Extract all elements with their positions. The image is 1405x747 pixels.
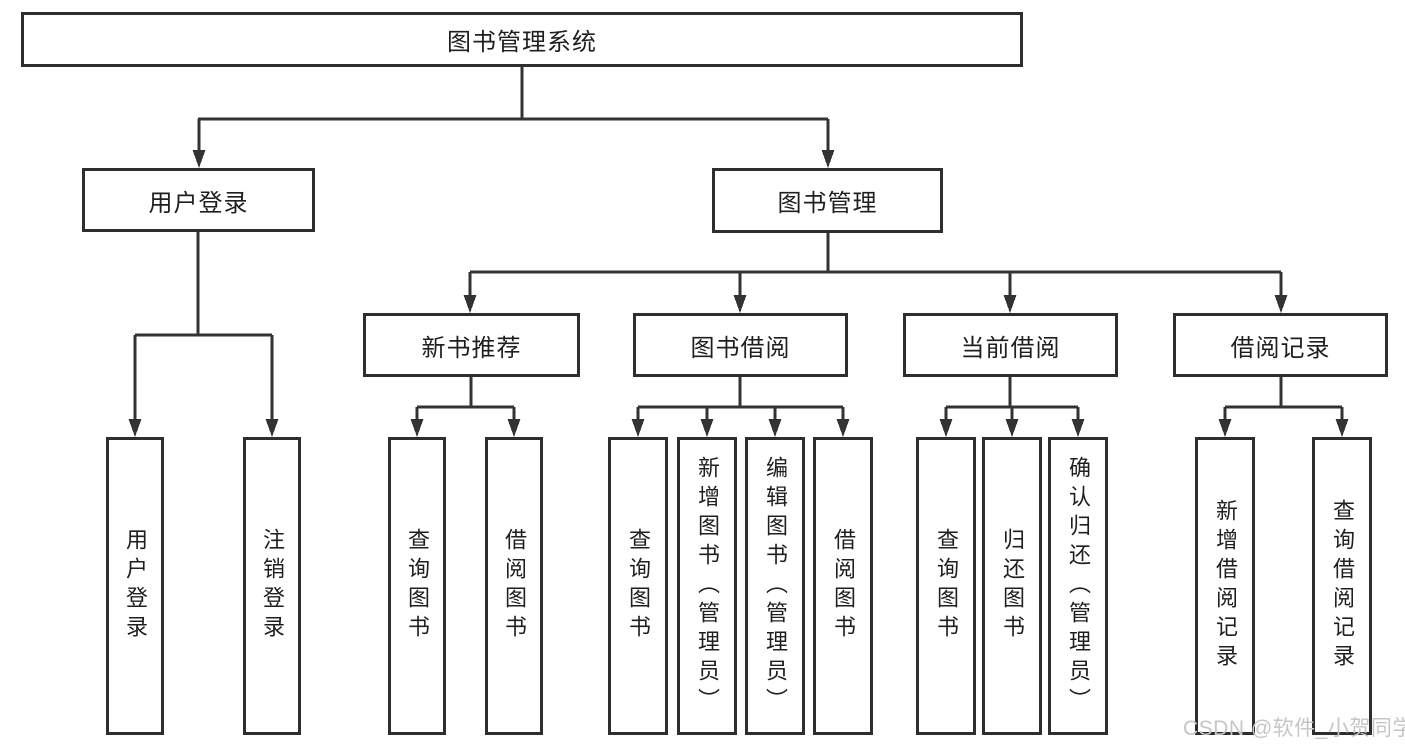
leaf-label: 查询图书 [626,528,651,644]
leaf-borrow-book-recommend: 借阅图书 [485,437,543,735]
leaf-add-borrow-record: 新增借阅记录 [1195,437,1255,735]
arrowheads-new-book-branch [410,419,521,437]
connector-current-borrow-branch [944,377,1080,421]
node-current-borrowing: 当前借阅 [903,313,1118,377]
leaf-query-book-current: 查询图书 [916,437,976,735]
node-user-login: 用户登录 [82,168,315,232]
connector-book-borrow-branch [636,377,845,421]
node-label: 新书推荐 [421,334,522,362]
arrowheads-current-borrow-branch [939,419,1085,437]
leaf-label: 注销登录 [260,528,285,644]
node-label: 图书管理 [777,190,878,217]
node-label: 借阅记录 [1230,334,1331,362]
leaf-label: 新增借阅记录 [1213,499,1238,673]
node-book-management: 图书管理 [712,168,943,233]
leaf-query-book-borrow: 查询图书 [608,437,668,735]
leaf-label: 查询借阅记录 [1330,499,1355,673]
connector-borrow-record-branch [1223,377,1344,421]
node-new-book-recommendation: 新书推荐 [363,313,580,377]
leaf-label: 用户登录 [123,528,148,644]
node-label: 当前借阅 [960,334,1061,362]
arrowheads-book-borrow-branch [631,419,850,437]
leaf-label: 新增图书（管理员） [695,455,720,717]
node-label: 图书借阅 [690,334,791,362]
leaf-user-login: 用户登录 [106,437,164,735]
arrowheads-level3 [463,295,1288,313]
leaf-label: 查询图书 [405,528,430,644]
node-library-management-system: 图书管理系统 [21,12,1023,67]
leaf-label: 确认归还（管理员） [1066,455,1091,717]
node-borrowing-records: 借阅记录 [1173,313,1388,377]
connector-root-to-level2 [197,67,830,152]
arrowheads-borrow-record-branch [1218,419,1349,437]
arrowheads-user-login-branch [128,419,279,437]
leaf-borrow-book: 借阅图书 [813,437,873,735]
node-label: 用户登录 [148,189,249,217]
leaf-return-book: 归还图书 [982,437,1042,735]
leaf-label: 编辑图书（管理员） [763,455,788,717]
leaf-query-borrow-record: 查询借阅记录 [1312,437,1372,735]
csdn-watermark: CSDN @软件_小贺同学 [1183,717,1405,740]
leaf-confirm-return-admin: 确认归还（管理员） [1048,437,1108,735]
leaf-add-book-admin: 新增图书（管理员） [677,437,737,735]
arrowheads-level2 [192,150,835,168]
node-book-borrowing: 图书借阅 [633,313,848,377]
leaf-label: 归还图书 [1000,528,1025,644]
leaf-logout: 注销登录 [243,437,301,735]
connector-book-management-branch [468,233,1283,297]
leaf-query-book-recommend: 查询图书 [388,437,446,735]
node-label: 图书管理系统 [447,29,597,56]
leaf-label: 查询图书 [934,528,959,644]
connector-user-login-branch [133,232,274,421]
leaf-label: 借阅图书 [831,528,856,644]
leaf-edit-book-admin: 编辑图书（管理员） [745,437,805,735]
leaf-label: 借阅图书 [502,528,527,644]
connector-new-book-branch [415,377,516,421]
